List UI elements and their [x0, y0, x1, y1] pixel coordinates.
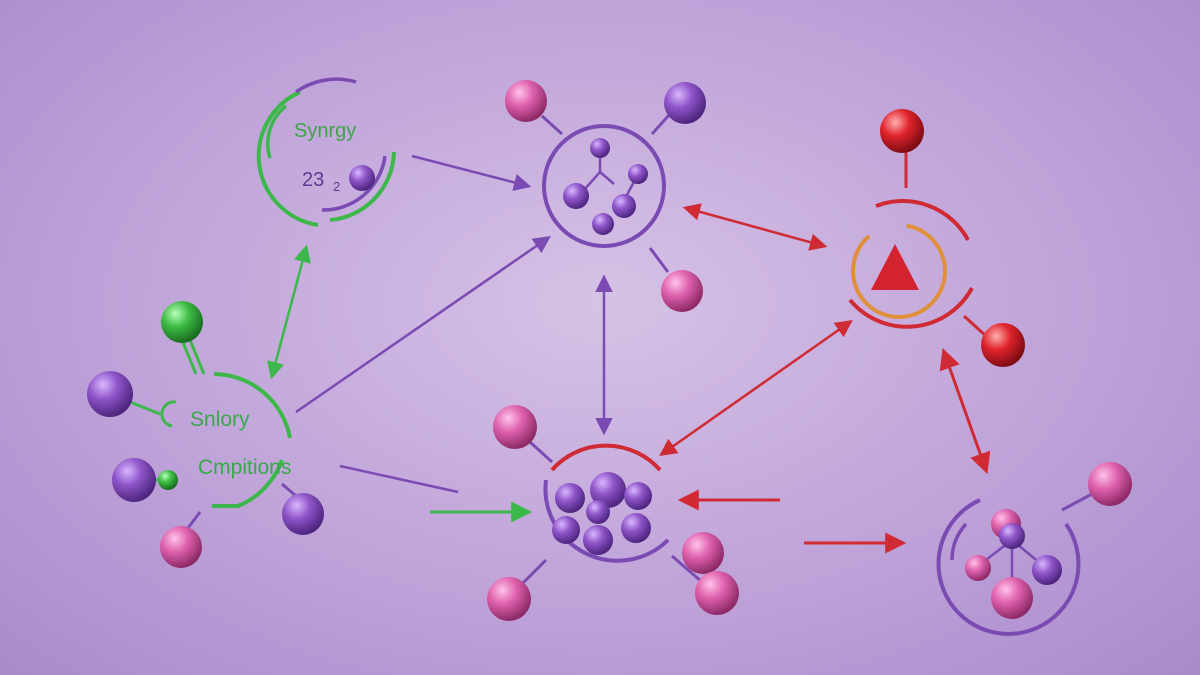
- right-node-ring-inner: [950, 522, 968, 561]
- bottom-node-bond-tl: [528, 440, 554, 464]
- top-node-atom-tl: [505, 80, 547, 122]
- right-node-ring-outer: [936, 498, 1081, 636]
- warning-ring-orange: [851, 223, 947, 319]
- left-node-atom-green-small: [158, 470, 178, 490]
- bottom-node-atom-tl: [493, 405, 537, 449]
- left-node-ring: [213, 372, 292, 439]
- right-node-atom-tr: [1088, 462, 1132, 506]
- left-node-bond-green-b: [188, 339, 206, 375]
- bottom-node-atom-br-2: [695, 571, 739, 615]
- bottom-node-ring-red: [550, 443, 662, 472]
- warning-node-atom-br: [981, 323, 1025, 367]
- right-node-inner-atom-5: [991, 577, 1033, 619]
- bottom-node-inner-atom-7: [586, 500, 610, 524]
- left-node-ring-bottom: [237, 459, 284, 508]
- synergy-ring-green-outer: [256, 90, 319, 227]
- synergy-ring-purple-top: [294, 77, 357, 94]
- top-node-inner-bond-2: [583, 171, 601, 191]
- arrow-top-node-warning: [682, 203, 828, 251]
- arrow-synergy-left-node: [267, 244, 311, 380]
- bottom-node-atom-br-1: [682, 532, 724, 574]
- bottom-cluster-node: [487, 405, 739, 621]
- left-node-atom-purple-1: [87, 371, 133, 417]
- bottom-node-inner-atom-4: [552, 516, 580, 544]
- top-node-atom-br: [661, 270, 703, 312]
- left-node-ring-left: [160, 400, 177, 428]
- right-molecule-node: [936, 462, 1132, 636]
- top-node-inner-atom-4: [612, 194, 636, 218]
- synergy-atom: [349, 165, 375, 191]
- arrow-left-node-to-top-node: [295, 236, 551, 414]
- warning-triangle-icon: [871, 244, 919, 290]
- arrows: [267, 154, 991, 554]
- left-node: Snlory Cmpitions: [87, 301, 324, 568]
- warning-node-bond-br: [962, 314, 988, 338]
- right-node-inner-atom-4: [1032, 555, 1062, 585]
- right-node-inner-atom-2: [999, 523, 1025, 549]
- top-node-inner-atom-2: [563, 183, 589, 209]
- right-node-inner-atom-3: [965, 555, 991, 581]
- top-molecule-node: [505, 80, 706, 312]
- arrow-warning-bottom-node: [659, 319, 853, 457]
- left-node-atom-green: [161, 301, 203, 343]
- bottom-node-inner-atom-1: [555, 483, 585, 513]
- arrow-left-node-to-bottom-node: [339, 464, 459, 494]
- right-node-bond-tr: [1061, 492, 1093, 512]
- bottom-node-bond-br: [671, 554, 703, 584]
- synergy-label: Synrgy: [294, 120, 356, 142]
- left-node-bond-green-a: [180, 339, 198, 375]
- bottom-node-inner-atom-6: [621, 513, 651, 543]
- arrow-synergy-to-top-node: [411, 154, 532, 191]
- top-node-inner-atom-1: [590, 138, 610, 158]
- top-node-bond-tr: [650, 112, 672, 136]
- synergy-ring-green-inner: [266, 104, 288, 159]
- left-node-atom-purple-3: [282, 493, 324, 535]
- warning-ring-red-upper: [875, 198, 970, 241]
- synergy-ring-green-right: [329, 151, 396, 222]
- left-node-atom-magenta: [160, 526, 202, 568]
- warning-node: [848, 109, 1025, 367]
- warning-ring-red-lower: [848, 287, 974, 329]
- bottom-node-inner-atom-5: [583, 525, 613, 555]
- top-node-bond-br: [648, 247, 670, 273]
- arrow-warning-right-node: [939, 348, 991, 474]
- top-node-ring: [542, 124, 666, 248]
- synergy-subscript: 2: [333, 179, 340, 194]
- top-node-inner-atom-5: [592, 213, 614, 235]
- left-node-atom-purple-2: [112, 458, 156, 502]
- bottom-node-atom-bl: [487, 577, 531, 621]
- synergy-number: 23: [302, 169, 324, 191]
- warning-node-atom-top: [880, 109, 924, 153]
- bottom-node-bond-bl: [518, 558, 548, 588]
- top-node-inner-atom-3: [628, 164, 648, 184]
- left-node-label-1: Snlory: [190, 408, 250, 431]
- synergy-ring-purple-right: [321, 155, 387, 212]
- synergy-node: Synrgy 23 2: [256, 77, 396, 227]
- left-node-label-2: Cmpitions: [198, 456, 291, 479]
- left-node-bond-1: [129, 400, 161, 416]
- bottom-node-inner-atom-3: [624, 482, 652, 510]
- bottom-node-inner-atom-2: [590, 472, 626, 508]
- top-node-bond-tl: [540, 114, 564, 136]
- left-node-bond-3: [186, 511, 202, 529]
- left-node-bond-4: [281, 482, 297, 498]
- bottom-node-ring-purple: [543, 479, 670, 563]
- top-node-inner-bond-3: [599, 171, 615, 185]
- top-node-atom-tr: [664, 82, 706, 124]
